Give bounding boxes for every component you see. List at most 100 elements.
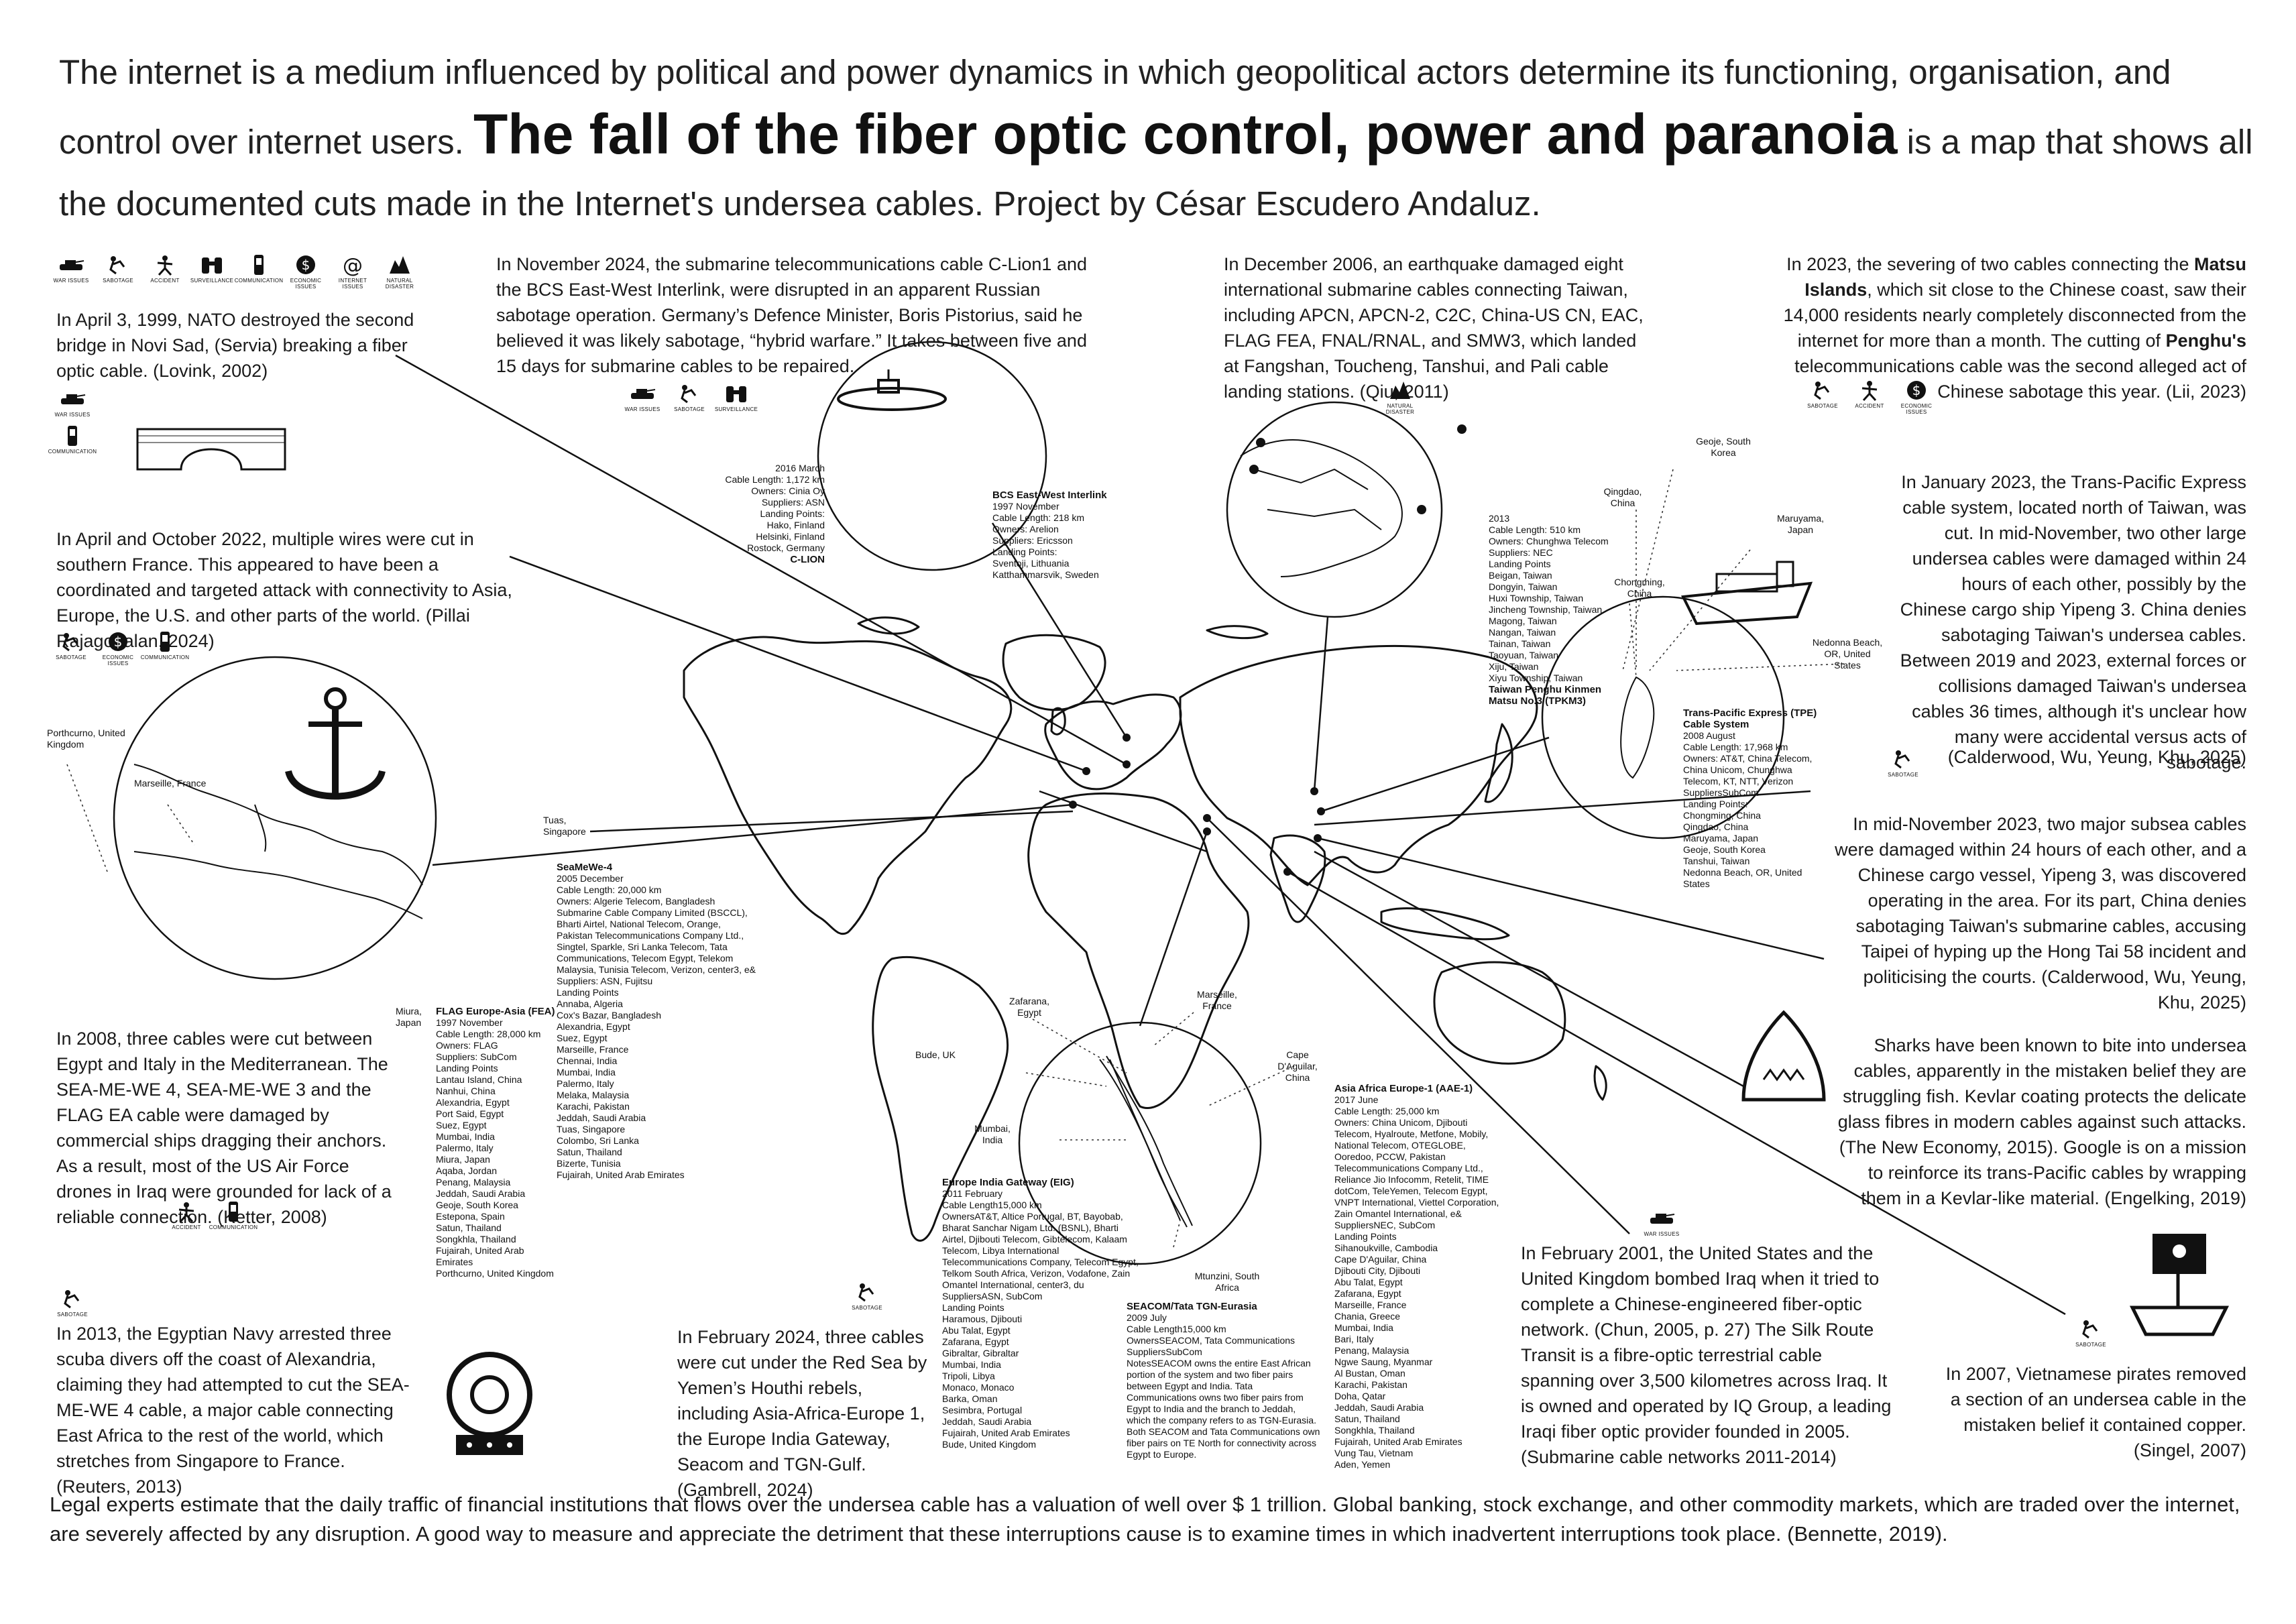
phone-icon [68,426,77,446]
inset-circles [113,341,1785,1265]
connector-tuas [589,810,1074,833]
footer-text: Legal experts estimate that the daily tr… [50,1493,2240,1546]
header-rest: is a map that shows all the documented c… [59,123,2253,223]
place-marseille-2: Marseille, France [1197,989,1237,1011]
story-iraq: In February 2001, the United States and … [1521,1243,1892,1467]
place-marseille: Marseille, France [134,778,207,789]
story-red-sea: In February 2024, three cables were cut … [677,1327,927,1500]
south-america-outline [872,955,1009,1242]
cable-aae: Asia Africa Europe-1 (AAE-1) 2017 June C… [1334,1083,1502,1470]
place-mtunzini: Mtunzini, South Africa [1194,1271,1260,1293]
sabotage-icon-group: SABOTAGE [54,1287,91,1318]
tank-icon [631,389,656,399]
legend-war-issues: WAR ISSUES [52,253,90,290]
connector-pirates [1287,870,2066,1316]
sabotage-icon-group: SABOTAGE [52,630,90,666]
accident-icon-group: ACCIDENT [1851,379,1888,415]
anchor-illustration [285,687,386,800]
cable-name: Asia Africa Europe-1 (AAE-1) [1334,1083,1473,1094]
page-title: The fall of the fiber optic control, pow… [473,103,1898,166]
cable-details: 1997 November Cable Length: 28,000 km Ow… [436,1017,554,1279]
place-geoje: Geoje, South Korea [1696,436,1751,458]
alexandria-icon: SABOTAGE [54,1287,91,1318]
disaster-icon [1390,382,1410,399]
war-issues-icon-group: WAR ISSUES [54,388,91,418]
legend-economic: $ ECONOMIC ISSUES [287,253,325,290]
economic-icon-group: $ ECONOMIC ISSUES [1898,379,1935,415]
cable-details: 1997 November Cable Length: 218 km Owner… [992,501,1099,580]
story-france: In April and October 2022, multiple wire… [56,529,512,651]
cable-clion: 2016 March Cable Length: 1,172 km Owners… [711,463,825,565]
france-icons: SABOTAGE $ ECONOMIC ISSUES COMMUNICATION [52,630,189,666]
cable-name: Trans-Pacific Express (TPE) Cable System [1683,707,1817,730]
accident-icon-group: ACCIDENT [168,1200,205,1230]
bridge-illustration [136,428,286,471]
binoculars-icon [726,386,746,402]
inset-circle-red-sea [1018,1021,1262,1265]
place-cape-daguilar: Cape D'Aguilar, China [1277,1049,1318,1083]
inset-circle-baltic [817,341,1047,571]
sabotage-icon-group: SABOTAGE [848,1281,886,1311]
cable-name: Taiwan Penghu Kinmen Matsu No.3 (TPKM3) [1489,684,1602,707]
cable-name: SEACOM/Tata TGN-Eurasia [1127,1301,1257,1312]
cable-tpe: Trans-Pacific Express (TPE) Cable System… [1683,707,1831,890]
tank-icon [61,394,86,404]
cable-seacom: SEACOM/Tata TGN-Eurasia 2009 July Cable … [1127,1301,1321,1460]
landing-dotted-lines [66,469,1845,1248]
continents [683,616,1607,1242]
cable-details: 2009 July Cable Length15,000 km OwnersSE… [1127,1312,1320,1460]
dollar-icon: $ [296,255,315,274]
war-issues-icon-group: WAR ISSUES [1643,1207,1680,1237]
pirate-ship-illustration [2129,1234,2230,1336]
connector-taiwan-tpe [1320,736,1550,813]
story-yipeng: In mid-November 2023, two major subsea c… [1835,814,2246,1012]
taiwan-quake-icon: NATURAL DISASTER [1381,379,1419,415]
greenland-outline [1002,634,1106,711]
cable-details: 2013 Cable Length: 510 km Owners: Chungh… [1489,513,1609,683]
war-issues-icon-group: WAR ISSUES [624,382,661,412]
inset-circle-mediterranean [113,656,437,980]
mediterranean-sketch [133,764,423,919]
accident-icon [178,1202,194,1223]
connector-sharks [1314,850,1744,1088]
header-intro: The internet is a medium influenced by p… [59,53,2171,161]
novi-sad-icons: WAR ISSUES COMMUNICATION [48,388,101,455]
cable-name: C-LION [790,554,825,565]
sabotage-icon [858,1283,874,1302]
svg-text:@: @ [343,254,363,276]
cable-bcs: BCS East-West Interlink 1997 November Ca… [992,489,1127,581]
red-sea-icon: SABOTAGE [848,1281,886,1311]
communication-icon-group: COMMUNICATION [209,1200,257,1230]
sabotage-icon-group: SABOTAGE [671,382,708,412]
icon-legend: WAR ISSUES SABOTAGE ACCIDENT SURVEILLANC… [52,253,418,290]
at-icon: @ [343,254,363,276]
egypt-italy-icons: ACCIDENT COMMUNICATION [168,1200,257,1230]
place-nedonna: Nedonna Beach, OR, United States [1812,637,1883,671]
iraq-icon: WAR ISSUES [1643,1207,1680,1237]
phone-icon [254,255,264,275]
india-outline [1269,834,1326,923]
story-alexandria: In 2013, the Egyptian Navy arrested thre… [56,1324,410,1497]
legend-accident: ACCIDENT [146,253,184,290]
legend-sabotage: SABOTAGE [99,253,137,290]
cable-details: 2011 February Cable Length15,000 km Owne… [942,1188,1139,1450]
sabotage-icon [681,385,697,404]
place-qingdao: Qingdao, China [1603,486,1642,508]
surveillance-icon-group: SURVEILLANCE [715,382,758,412]
story-novi-sad: In April 3, 1999, NATO destroyed the sec… [56,310,414,381]
legend-internet: @ INTERNET ISSUES [338,254,367,290]
sabotage-icon-group: SABOTAGE [2072,1318,2110,1348]
connector-lines [395,354,2066,1316]
cargo-ship-illustration [1680,561,1813,626]
place-porthcurno: Porthcurno, United Kingdom [47,728,125,750]
story-matsu: In 2023, the severing of two cables conn… [1783,254,2246,402]
arctic-islands-outline [857,616,1269,640]
location-dots [1069,424,1467,876]
legend-communication: COMMUNICATION [235,253,283,290]
taiwan-island-sketch [1620,676,1655,779]
cable-details: 2016 March Cable Length: 1,172 km Owners… [725,463,825,553]
binoculars-icon [202,257,222,274]
sabotage-icon [62,633,78,652]
connector-tpe-right [1314,790,1811,826]
